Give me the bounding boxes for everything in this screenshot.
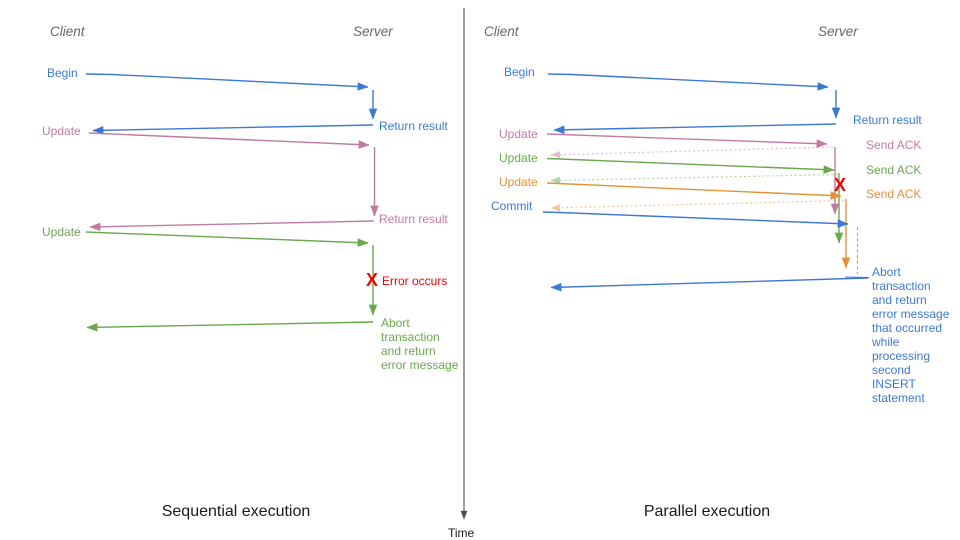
right-update2-flow	[546, 157, 844, 244]
left-panel-title: Sequential execution	[161, 503, 311, 520]
right-commit-flow	[542, 211, 870, 292]
right-abort-label: Abort transaction and return error messa…	[872, 265, 950, 405]
left-error-label: Error occurs	[382, 274, 448, 288]
right-update3-flow	[546, 182, 851, 269]
right-return-result: Return result	[853, 113, 922, 127]
left-begin-label: Begin	[47, 66, 78, 80]
right-send-ack-1: Send ACK	[866, 138, 922, 152]
left-update-2-label: Update	[42, 225, 81, 239]
right-begin-label: Begin	[504, 65, 535, 79]
right-send-ack-2: Send ACK	[866, 163, 922, 177]
right-client-label: Client	[484, 24, 519, 39]
right-panel-title: Parallel execution	[643, 503, 771, 520]
left-error-x-icon: X	[366, 270, 379, 290]
right-commit-label: Commit	[491, 199, 533, 213]
left-server-label: Server	[353, 24, 393, 39]
right-begin-flow	[547, 73, 841, 135]
right-send-ack-3: Send ACK	[866, 187, 922, 201]
right-server-label: Server	[818, 24, 858, 39]
right-update-3-label: Update	[499, 175, 538, 189]
left-begin-flow	[85, 73, 378, 135]
right-update-1-label: Update	[499, 127, 538, 141]
right-update1-flow	[546, 133, 840, 215]
left-update1-flow	[88, 132, 379, 232]
left-update-1-label: Update	[42, 124, 81, 138]
left-return-result-1: Return result	[379, 119, 448, 133]
left-return-result-2: Return result	[379, 212, 448, 226]
time-axis-label: Time	[448, 526, 475, 540]
left-client-label: Client	[50, 24, 85, 39]
right-update-2-label: Update	[499, 151, 538, 165]
left-update2-flow	[85, 231, 378, 332]
right-error-x-icon: X	[834, 175, 847, 195]
left-abort-label: Abort transaction and return error messa…	[381, 316, 459, 372]
